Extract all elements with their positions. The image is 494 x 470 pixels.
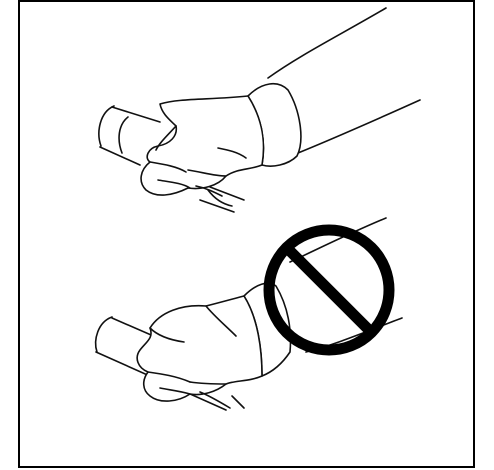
hand-improper-grip	[137, 296, 262, 408]
sleeve-top	[248, 8, 420, 166]
hand-grip-icon	[141, 96, 263, 206]
incorrect-grip-panel	[96, 218, 402, 410]
correct-grip-panel	[99, 8, 420, 212]
prohibition-icon	[269, 230, 389, 350]
